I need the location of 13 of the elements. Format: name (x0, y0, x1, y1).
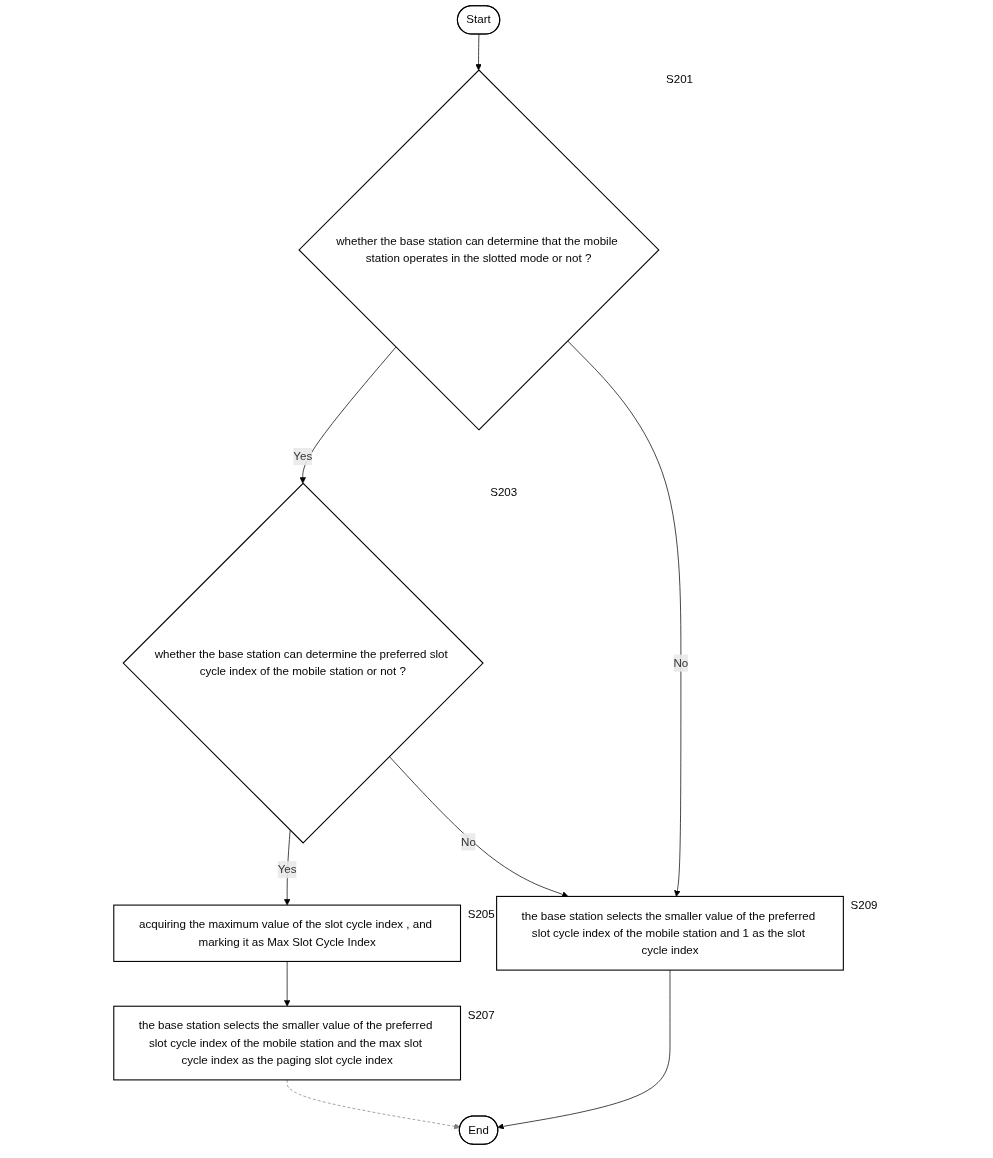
step-number: S203 (490, 486, 518, 499)
node-box: the base station selects the smaller value of the preferred slot cycle index of the mobile station and the max slot cycle index as the paging slot cycle index (113, 1005, 462, 1081)
node-diamond: whether the base station can determine that the mobile station operates in the slotted mode or not ? (298, 69, 660, 431)
edge-label: No (461, 835, 476, 848)
node-box: acquiring the maximum value of the slot cycle index , and marking it as Max Slot Cycle Index (113, 904, 462, 962)
step-number: S205 (467, 908, 495, 921)
edge-label: Yes (277, 863, 297, 876)
edge-label: No (673, 656, 689, 669)
step-number: S209 (850, 899, 878, 912)
node-box: the base station selects the smaller value of the preferred slot cycle index of the mobile station and 1 as the slot cycle index (496, 895, 844, 971)
step-number: S201 (666, 73, 694, 86)
step-number: S207 (467, 1009, 495, 1022)
edge-label: Yes (293, 450, 313, 463)
